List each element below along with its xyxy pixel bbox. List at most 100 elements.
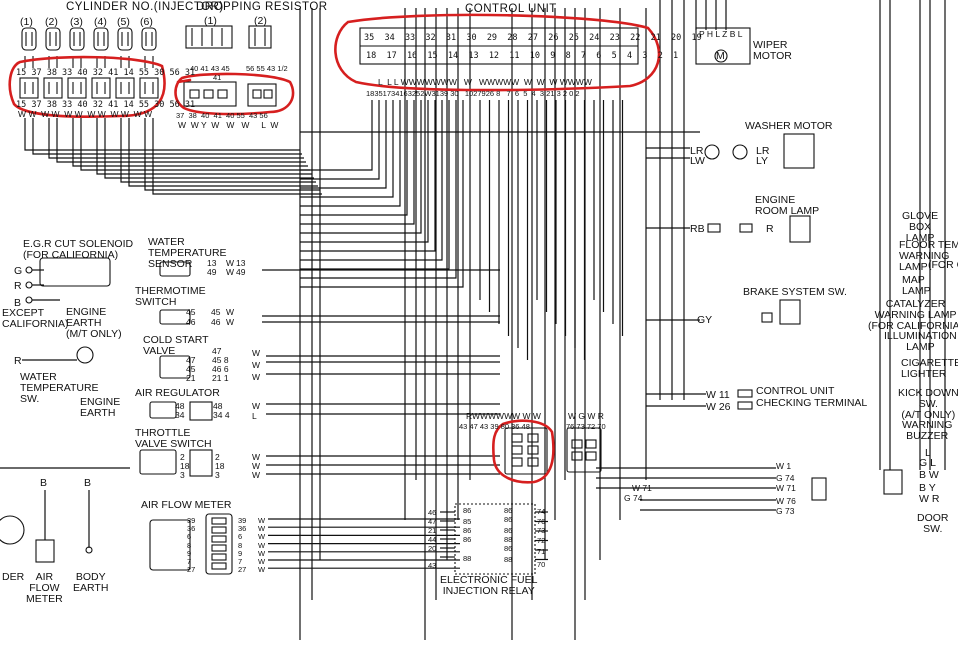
connector-socket — [189, 89, 200, 99]
control-unit-harness-wire — [300, 100, 387, 189]
floor-temp-warning-label: FLOOR TEMP. WARNING LAMP — [899, 239, 958, 273]
afm-pin-1: 36 — [187, 524, 196, 534]
efi-inner-right-2: 86 — [504, 526, 513, 535]
tvs-body — [139, 449, 177, 475]
afm-wire-1: W — [258, 524, 266, 534]
checking-terminal — [737, 389, 753, 398]
water-temp-sw-wire-r: R — [14, 355, 22, 367]
afm-wire-4: W — [258, 548, 266, 558]
checking-label-terminal: CHECKING TERMINAL — [756, 397, 868, 409]
resistor-pins-bottom: 37 38 40 41 40 55 43 56 — [176, 111, 268, 120]
door-sw-label: DOOR SW. — [917, 512, 949, 535]
injector-harness-wire — [56, 118, 306, 163]
injector-harness-wire — [152, 118, 322, 195]
water-temp-sw-label: WATER TEMPERATURE SW. — [20, 371, 99, 405]
control-unit-harness-wire — [300, 100, 429, 243]
washer-motor-box — [783, 133, 815, 169]
ar-wire-l: L — [252, 411, 257, 421]
engine-earth-label: ENGINE EARTH — [80, 396, 121, 419]
efi-right-pin-70: 70 — [537, 560, 546, 569]
door-wire-bw: B W — [919, 469, 939, 481]
injector-harness-wire — [120, 118, 316, 183]
washer-wire-lw: LW — [690, 155, 705, 167]
afm-pin-slot — [211, 517, 227, 525]
wiper-motor-label: WIPER MOTOR — [753, 39, 792, 62]
injector-harness-wire — [72, 118, 308, 167]
injector-harness-wire — [144, 118, 320, 191]
relay-connector-2 — [566, 427, 602, 473]
component-shapes — [0, 25, 903, 575]
engine-room-lamp-box — [789, 215, 811, 243]
efi-left-pin-44: 44 — [428, 535, 437, 544]
wiper-motor-box — [695, 27, 751, 65]
door-wire-gl: G L — [919, 457, 936, 469]
control-unit-harness-wire — [300, 100, 464, 288]
engine-earth-mt-label: ENGINE EARTH (M/T ONLY) — [66, 306, 122, 340]
red-annotations — [8, 13, 661, 484]
header-dropping-resistor: DROPPING RESISTOR — [196, 1, 328, 13]
afm-pin-0: 39 — [187, 516, 196, 525]
tvs-wire-1: W — [252, 452, 261, 462]
injector-harness-wire — [48, 118, 304, 159]
control-unit-harness-wire — [300, 100, 401, 207]
wiper-motor-symbol-circle — [714, 49, 728, 63]
efi-inner-left-1: 85 — [463, 517, 472, 526]
tvs-pin2-2: 2 — [215, 452, 220, 462]
csv-pin2-a: 47 — [212, 346, 222, 356]
annotation-injector — [8, 55, 166, 118]
tvs-pin-3: 3 — [180, 470, 185, 480]
bottom-b1: B — [40, 477, 48, 489]
injector-harness-wire — [128, 118, 318, 187]
brake-system-wire-gy: GY — [697, 314, 713, 326]
afm-pin2-5: 7 — [238, 557, 243, 566]
cylinder-number-5: (5) — [117, 16, 130, 28]
control-unit-harness-wire — [300, 100, 436, 252]
efi-right-pin-76: 76 — [537, 517, 546, 526]
ar-pin2-34: 34 4 — [213, 410, 230, 420]
afm-pin2-0: 39 — [238, 516, 247, 525]
control-unit-top-row: 35 34 33 32 31 30 29 28 27 26 25 24 23 2… — [364, 33, 702, 43]
injector-connector — [139, 77, 159, 99]
efi-inner-right-1: 86 — [504, 515, 513, 524]
tvs-pin-18: 18 — [180, 461, 190, 471]
wiper-terminals: P H L Z B L — [699, 29, 743, 39]
injector-harness-wire — [96, 118, 312, 175]
efi-inner-left-0: 86 — [463, 506, 472, 515]
ar-connector — [149, 401, 177, 419]
ar-wire-w: W — [252, 401, 261, 411]
wiper-motor-symbol: M — [716, 50, 725, 62]
resistor-body-1 — [185, 25, 233, 49]
relay-socket — [571, 451, 583, 461]
control-unit-harness-wire — [300, 100, 450, 270]
checking-wire-w26: W 26 — [706, 401, 731, 413]
csv-pin2-c: 46 6 — [212, 364, 229, 374]
wts-wire-2: W — [226, 267, 235, 277]
tts-pin-45: 45 — [186, 307, 196, 317]
afm-pin-slot — [211, 526, 227, 534]
annotation-arrow — [176, 78, 192, 84]
connector-socket — [203, 89, 214, 99]
door-sw-connector — [883, 469, 903, 495]
air-flow-meter-label: AIR FLOW METER — [141, 499, 232, 511]
tts-pin2-46: 46 — [211, 317, 221, 327]
afm-pin-slot — [211, 553, 227, 561]
relay-socket — [527, 445, 539, 455]
control-unit-wire-colors: L L L WWWWWWW W WWWWW W W W WWWW — [378, 77, 592, 87]
tvs-pin2-18: 18 — [215, 461, 225, 471]
annotation-control-unit — [334, 13, 661, 92]
efi-left-pin-47: 47 — [428, 517, 437, 526]
efi-relay-box — [454, 503, 536, 575]
header-cylinder-injector: CYLINDER NO.(INJECTOR) — [66, 1, 224, 13]
washer-motor-label: WASHER MOTOR — [745, 120, 833, 132]
wts-pin2-49: 49 — [236, 267, 246, 277]
wts-connector — [159, 261, 191, 277]
relay-connector-pins: 43 47 43 39 80 36 48 — [459, 422, 530, 431]
washer-wire-ly-right: LY — [756, 155, 769, 167]
egr-wire-r: R — [14, 280, 22, 292]
cylinder-number-4: (4) — [94, 16, 107, 28]
injector-harness-wire — [104, 118, 314, 179]
washer-connector-right — [732, 144, 748, 160]
injector-body — [45, 27, 61, 51]
egr-terminal — [25, 266, 33, 274]
thermotime-switch-label: THERMOTIME SWITCH — [135, 285, 206, 308]
